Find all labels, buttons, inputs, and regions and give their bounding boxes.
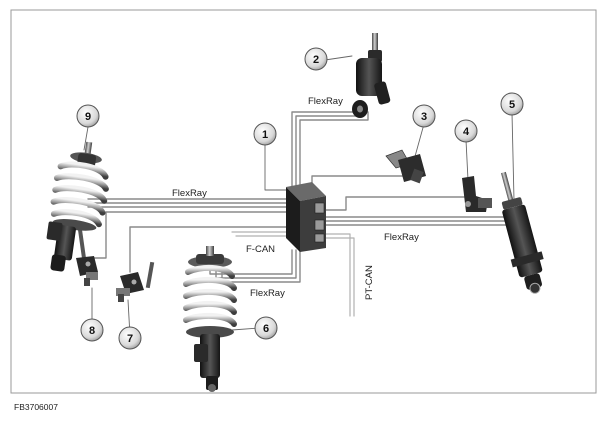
callout-2-number: 2 bbox=[313, 54, 319, 66]
callout-6: 6 bbox=[254, 316, 278, 340]
callout-4: 4 bbox=[454, 119, 478, 143]
callout-3-number: 3 bbox=[421, 111, 427, 123]
callout-3: 3 bbox=[412, 104, 436, 128]
callout-4-number: 4 bbox=[463, 126, 470, 138]
fcan-label: F-CAN bbox=[246, 244, 275, 255]
flexray-label-right: FlexRay bbox=[384, 232, 419, 243]
control-unit-1 bbox=[286, 182, 326, 252]
callout-9-number: 9 bbox=[85, 111, 91, 123]
sensor-4 bbox=[462, 176, 492, 212]
callout-7: 7 bbox=[118, 326, 142, 350]
flexray-line-to-5 bbox=[322, 216, 521, 226]
strut-assembly-9 bbox=[46, 141, 109, 272]
callout-2: 2 bbox=[304, 47, 328, 71]
flexray-label-bottom: FlexRay bbox=[250, 288, 285, 299]
sensor-3 bbox=[385, 149, 426, 184]
callout-6-number: 6 bbox=[263, 323, 269, 335]
fcan-line bbox=[231, 231, 287, 237]
callout-1: 1 bbox=[253, 122, 277, 146]
flexray-line-to-9 bbox=[87, 198, 287, 208]
callout-7-number: 7 bbox=[127, 333, 133, 345]
flexray-label-top: FlexRay bbox=[308, 96, 343, 107]
reference-code: FB3706007 bbox=[14, 402, 58, 412]
callout-1-number: 1 bbox=[262, 129, 268, 141]
height-sensor-8 bbox=[76, 227, 98, 286]
callout-8: 8 bbox=[80, 318, 104, 342]
ptcan-label: PT-CAN bbox=[364, 265, 375, 300]
shock-absorber-5 bbox=[500, 171, 544, 294]
line-to-8 bbox=[93, 211, 287, 259]
actuator-2 bbox=[352, 33, 391, 118]
callout-5-number: 5 bbox=[509, 99, 515, 111]
strut-assembly-6 bbox=[183, 246, 237, 392]
callout-5: 5 bbox=[500, 92, 524, 116]
ptcan-line bbox=[322, 233, 355, 317]
callout-9: 9 bbox=[76, 104, 100, 128]
line-to-7 bbox=[129, 226, 287, 273]
flexray-label-left: FlexRay bbox=[172, 188, 207, 199]
callout-8-number: 8 bbox=[89, 325, 95, 337]
height-sensor-7 bbox=[116, 261, 155, 302]
